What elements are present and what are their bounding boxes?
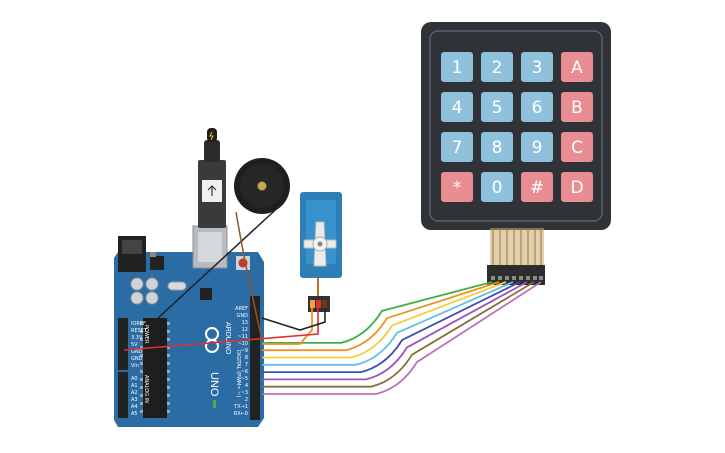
keypad-ribbon — [487, 228, 545, 285]
key-3[interactable]: 3 — [521, 52, 553, 82]
analog-pin-label: A1 — [131, 383, 138, 389]
key-label: * — [453, 178, 462, 198]
atmega-chip — [143, 318, 167, 418]
key-5[interactable]: 5 — [481, 92, 513, 122]
key-8[interactable]: 8 — [481, 132, 513, 162]
power-pin-label: GND — [131, 349, 143, 355]
key-label: 7 — [452, 138, 463, 158]
digital-pin-label: ~5 — [241, 376, 248, 382]
buzzer-signal-wire — [235, 211, 263, 341]
key-label: 5 — [492, 98, 503, 118]
keypad-wire — [262, 281, 542, 395]
keypad-wire — [262, 281, 507, 359]
digital-pin-label: GND — [237, 313, 249, 319]
keypad-inner-frame — [429, 30, 603, 222]
key-label: # — [530, 178, 544, 198]
keypad-header — [487, 265, 545, 285]
power-pin-label: GND — [131, 356, 143, 362]
keypad-wire — [262, 281, 514, 366]
micro-servo — [300, 192, 342, 312]
servo-power-wire — [123, 308, 319, 351]
key-label: D — [570, 178, 583, 198]
digital-pin-label: ~10 — [237, 341, 248, 347]
digital-pin-label: ~9 — [241, 348, 248, 354]
key-label: 2 — [492, 58, 503, 78]
key-9[interactable]: 9 — [521, 132, 553, 162]
power-pin-label: 3.3V — [131, 335, 143, 341]
digital-pin-label: TX→1 — [233, 404, 248, 410]
key-label: 4 — [452, 98, 463, 118]
digital-pin-label: 2 — [245, 397, 248, 403]
key-label: 0 — [492, 178, 503, 198]
keypad: 1 2 3 A 4 5 6 B 7 8 9 C * 0 # D — [421, 22, 611, 285]
digital-pin-label: RX←0 — [234, 411, 248, 417]
digital-pin-label: 8 — [245, 355, 248, 361]
key-2[interactable]: 2 — [481, 52, 513, 82]
key-label: 9 — [532, 138, 543, 158]
usb-cable — [198, 128, 226, 228]
keypad-wire — [262, 281, 493, 344]
analog-pin-label: A5 — [131, 411, 138, 417]
arduino-board: ARDUINO UNO DIGITAL (PWM= ~) POWER ANALO… — [114, 225, 264, 427]
digital-pin-label: 7 — [245, 362, 248, 368]
digital-pin-label: ~11 — [237, 334, 248, 340]
key-b[interactable]: B — [561, 92, 593, 122]
piezo-buzzer — [234, 158, 290, 214]
analog-pin-label: A4 — [131, 404, 138, 410]
key-d[interactable]: D — [561, 172, 593, 202]
key-label: B — [571, 98, 583, 118]
digital-pin-label: AREF — [235, 306, 248, 312]
analog-header — [118, 372, 128, 418]
digital-pin-label: 12 — [242, 327, 248, 333]
key-7[interactable]: 7 — [441, 132, 473, 162]
key-hash[interactable]: # — [521, 172, 553, 202]
digital-pin-label: ~6 — [241, 369, 248, 375]
key-label: C — [571, 138, 583, 158]
key-label: 6 — [532, 98, 543, 118]
key-label: 8 — [492, 138, 503, 158]
wires — [123, 201, 542, 395]
power-label: POWER — [143, 325, 149, 344]
key-label: 3 — [532, 58, 543, 78]
key-4[interactable]: 4 — [441, 92, 473, 122]
keypad-wire — [262, 281, 500, 352]
key-6[interactable]: 6 — [521, 92, 553, 122]
analog-pin-label: A0 — [131, 376, 138, 382]
power-pin-label: RESET — [131, 328, 148, 334]
key-a[interactable]: A — [561, 52, 593, 82]
key-1[interactable]: 1 — [441, 52, 473, 82]
arduino-model-label: UNO — [208, 372, 220, 397]
analog-pin-label: A2 — [131, 390, 138, 396]
digital-header — [250, 296, 260, 420]
keypad-wire — [262, 281, 521, 373]
digital-pin-label: ~3 — [241, 390, 248, 396]
keypad-keys: 1 2 3 A 4 5 6 B 7 8 9 C * 0 # D — [441, 52, 593, 202]
digital-pin-label: 4 — [245, 383, 248, 389]
key-c[interactable]: C — [561, 132, 593, 162]
digital-pin-label: 13 — [242, 320, 248, 326]
analog-pin-label: A3 — [131, 397, 138, 403]
key-star[interactable]: * — [441, 172, 473, 202]
power-pin-label: IOREF — [131, 321, 146, 327]
keypad-wire — [262, 281, 535, 388]
power-pin-label: 5V — [131, 342, 138, 348]
buzzer-wire — [157, 201, 285, 319]
key-label: 1 — [452, 58, 463, 78]
arduino-brand-label: ARDUINO — [224, 322, 231, 355]
power-header — [118, 318, 128, 370]
power-pin-label: Vin — [131, 363, 139, 369]
arduino-logo — [205, 327, 219, 353]
digital-label: DIGITAL (PWM= ~) — [235, 350, 241, 397]
servo-signal-wire — [262, 308, 313, 345]
key-0[interactable]: 0 — [481, 172, 513, 202]
keypad-wire — [262, 281, 528, 381]
servo-ground-wire — [261, 308, 326, 331]
analog-label: ANALOG IN — [143, 375, 149, 403]
key-label: A — [571, 58, 583, 78]
